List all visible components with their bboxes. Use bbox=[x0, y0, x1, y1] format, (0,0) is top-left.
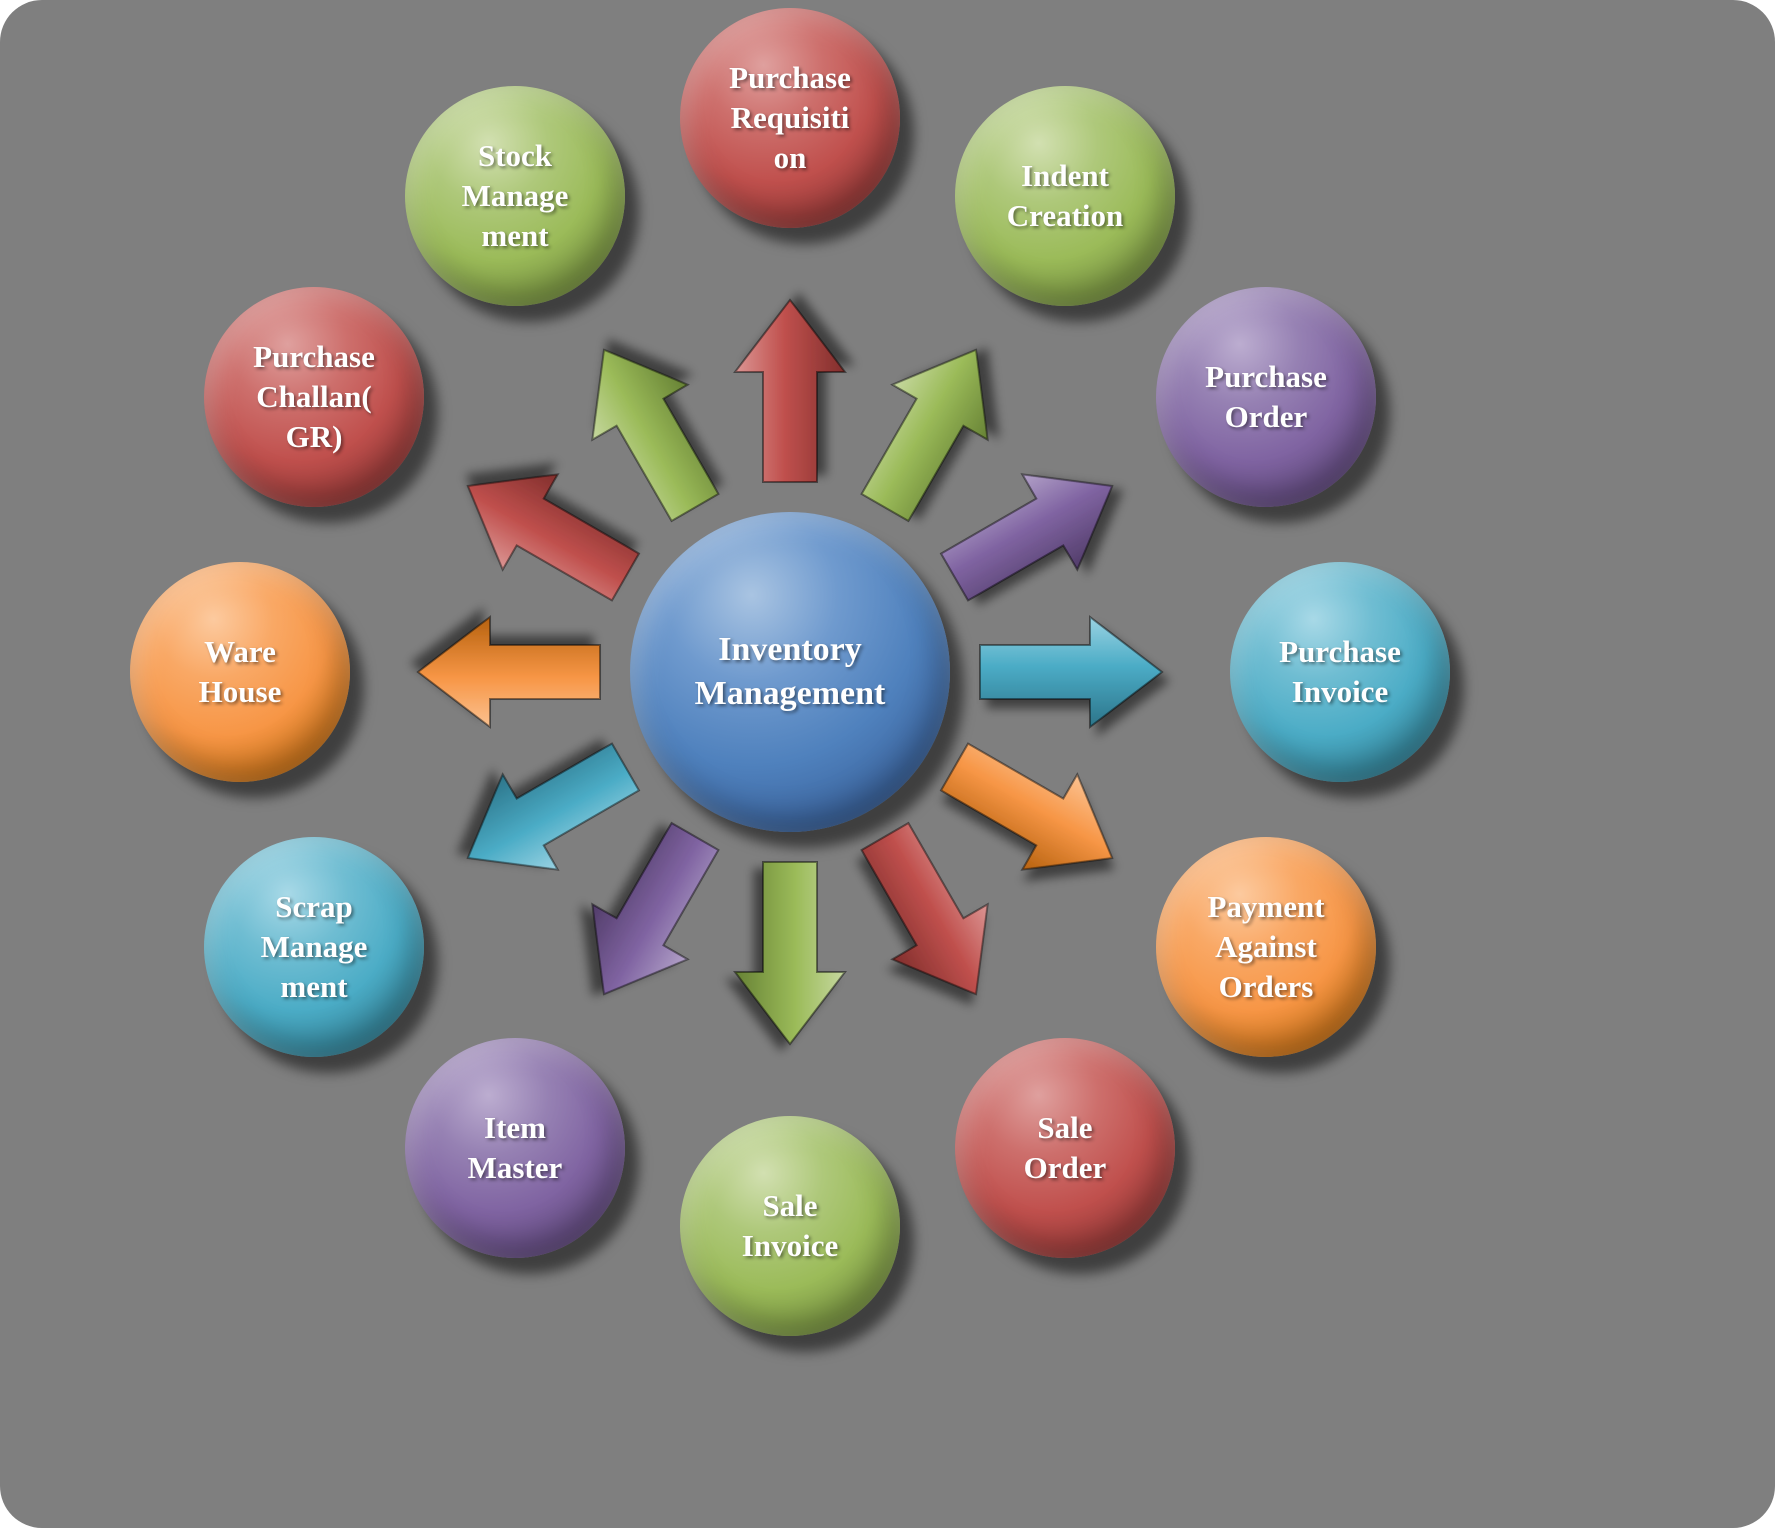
arrow-to-scrap-management bbox=[466, 742, 641, 871]
arrow-to-stock-management bbox=[591, 348, 720, 523]
node-payment-against-orders: Payment Against Orders bbox=[1156, 837, 1376, 1057]
node-label: Stock Manage ment bbox=[461, 138, 569, 253]
node-label: Purchase Invoice bbox=[1279, 634, 1401, 709]
node-purchase-invoice: Purchase Invoice bbox=[1230, 562, 1450, 782]
node-sale-order: Sale Order bbox=[955, 1038, 1175, 1258]
node-label: Payment Against Orders bbox=[1207, 889, 1325, 1004]
node-label: Purchase Order bbox=[1205, 359, 1327, 434]
node-ware-house: Ware House bbox=[130, 562, 350, 782]
node-scrap-management: Scrap Manage ment bbox=[204, 837, 424, 1057]
node-item-master: Item Master bbox=[405, 1038, 625, 1258]
arrow-to-indent-creation bbox=[860, 348, 989, 523]
node-stock-management: Stock Manage ment bbox=[405, 86, 625, 306]
node-indent-creation: Indent Creation bbox=[955, 86, 1175, 306]
node-purchase-order: Purchase Order bbox=[1156, 287, 1376, 507]
node-label: Indent Creation bbox=[1006, 158, 1124, 233]
node-label: Scrap Manage ment bbox=[260, 889, 368, 1004]
node-label: Purchase Requisiti on bbox=[729, 60, 851, 175]
node-label: Sale Order bbox=[1023, 1110, 1107, 1185]
arrow-to-ware-house bbox=[416, 614, 601, 730]
node-sale-invoice: Sale Invoice bbox=[680, 1116, 900, 1336]
node-label: Purchase Challan( GR) bbox=[253, 339, 375, 454]
arrow-to-payment-against-orders bbox=[939, 742, 1114, 871]
arrow-to-sale-invoice bbox=[732, 861, 848, 1046]
arrow-to-item-master bbox=[591, 821, 720, 996]
arrow-to-purchase-order bbox=[939, 473, 1114, 602]
node-label: Item Master bbox=[467, 1110, 563, 1185]
node-label: Inventory Management bbox=[694, 631, 886, 712]
arrow-to-purchase-invoice bbox=[979, 614, 1164, 730]
node-inventory-management: Inventory Management bbox=[630, 512, 950, 832]
arrow-to-sale-order bbox=[860, 821, 989, 996]
node-purchase-challan-gr: Purchase Challan( GR) bbox=[204, 287, 424, 507]
arrow-to-purchase-requisition bbox=[732, 298, 848, 483]
node-label: Sale Invoice bbox=[741, 1188, 839, 1263]
arrow-to-purchase-challan-gr bbox=[466, 473, 641, 602]
node-purchase-requisition: Purchase Requisiti on bbox=[680, 8, 900, 228]
node-label: Ware House bbox=[198, 634, 282, 709]
